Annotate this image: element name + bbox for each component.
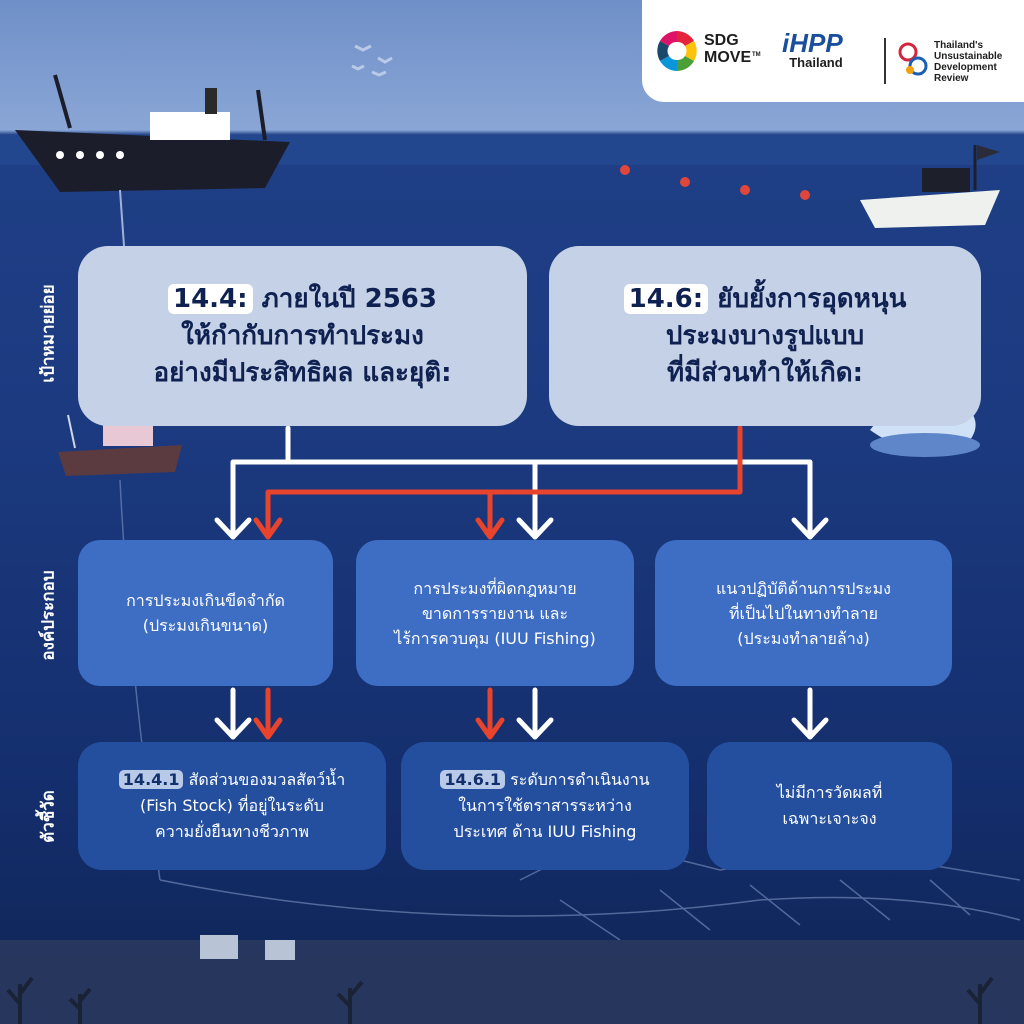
arrows-target-14-6 <box>265 425 743 738</box>
ihpp-line1: iHPP <box>782 28 843 58</box>
tudr-line2: Unsustainable <box>934 51 1003 62</box>
component-overfishing-box: การประมงเกินขีดจำกัด (ประมงเกินขนาด) <box>78 540 333 686</box>
indicator-line1: ระดับการดำเนินงาน <box>510 770 650 789</box>
component-line2: ขาดการรายงาน และ <box>421 603 569 623</box>
component-line1: การประมงเกินขีดจำกัด <box>126 591 285 610</box>
coral-icon <box>6 976 994 1024</box>
logo-bar: SDG MOVE TM iHPP Thailand Thailand's Uns… <box>642 0 1024 102</box>
indicator-line2: เฉพาะเจาะจง <box>782 809 877 828</box>
arrowheads-red <box>253 517 505 740</box>
net-float-icon <box>265 940 295 960</box>
target-line2: ให้กำกับการทำประมง <box>181 320 424 351</box>
target-line2: ประมงบางรูปแบบ <box>665 320 865 351</box>
tudr-mark-icon <box>898 42 928 76</box>
ihpp-logo: iHPP Thailand <box>782 30 843 70</box>
component-line1: แนวปฏิบัติด้านการประมง <box>716 578 891 598</box>
sdg-move-logo: SDG MOVE <box>704 32 751 66</box>
birds-icon <box>351 44 393 77</box>
indicator-line1: ไม่มีการวัดผลที่ <box>776 783 883 802</box>
tudr-line4: Review <box>934 73 969 84</box>
indicator-line2: ในการใช้ตราสารระหว่าง <box>458 796 632 815</box>
tudr-logo: Thailand's Unsustainable Development Rev… <box>934 40 1002 84</box>
target-line3: อย่างมีประสิทธิผล และยุติ: <box>153 357 452 388</box>
trademark-mark: TM <box>752 52 761 58</box>
component-line2: ที่เป็นไปในทางทำลาย <box>728 603 879 623</box>
component-line2: (ประมงเกินขนาด) <box>142 616 269 635</box>
ihpp-line2: Thailand <box>789 55 843 70</box>
component-line1: การประมงที่ผิดกฎหมาย <box>413 578 577 598</box>
arrows-target-14-4 <box>230 425 813 738</box>
tudr-line3: Development <box>934 62 997 73</box>
sdg-move-line2: MOVE <box>704 49 752 66</box>
target-14-4-box: 14.4: ภายในปี 2563 ให้กำกับการทำประมง อย… <box>78 246 527 426</box>
logo-divider <box>884 38 886 84</box>
net-float-icon <box>200 935 238 959</box>
component-iuu-fishing-box: การประมงที่ผิดกฎหมาย ขาดการรายงาน และ ไร… <box>356 540 634 686</box>
indicator-14-6-1-box: 14.6.1 ระดับการดำเนินงาน ในการใช้ตราสารร… <box>401 742 689 870</box>
indicator-line3: ความยั่งยืนทางชีวภาพ <box>155 822 309 841</box>
indicator-code: 14.4.1 <box>118 770 184 789</box>
component-line3: (ประมงทำลายล้าง) <box>737 628 870 648</box>
arrowheads-white <box>214 517 829 740</box>
seabed <box>0 940 1024 1024</box>
target-code: 14.6: <box>623 283 709 314</box>
target-line3: ที่มีส่วนทำให้เกิด: <box>666 357 863 388</box>
component-destructive-fishing-box: แนวปฏิบัติด้านการประมง ที่เป็นไปในทางทำล… <box>655 540 952 686</box>
indicator-no-measure-box: ไม่มีการวัดผลที่ เฉพาะเจาะจง <box>707 742 952 870</box>
cargo-ship-icon <box>15 74 290 261</box>
target-14-6-box: 14.6: ยับยั้งการอุดหนุน ประมงบางรูปแบบ ท… <box>549 246 981 426</box>
tudr-line1: Thailand's <box>934 40 984 51</box>
indicator-line1: สัดส่วนของมวลสัตว์น้ำ <box>188 770 346 789</box>
component-line3: ไร้การควบคุม (IUU Fishing) <box>394 628 596 648</box>
target-code: 14.4: <box>168 283 253 314</box>
sdg-wheel-icon <box>657 31 697 71</box>
indicator-14-4-1-box: 14.4.1 สัดส่วนของมวลสัตว์น้ำ (Fish Stock… <box>78 742 386 870</box>
target-line1: ยับยั้งการอุดหนุน <box>717 283 907 314</box>
indicator-line3: ประเทศ ด้าน IUU Fishing <box>453 822 637 841</box>
target-line1: ภายในปี 2563 <box>261 283 437 314</box>
sdg-move-line1: SDG <box>704 32 739 49</box>
indicator-code: 14.6.1 <box>440 770 506 789</box>
fishing-boat-icon <box>620 145 1000 228</box>
indicator-line2: (Fish Stock) ที่อยู่ในระดับ <box>140 796 324 815</box>
